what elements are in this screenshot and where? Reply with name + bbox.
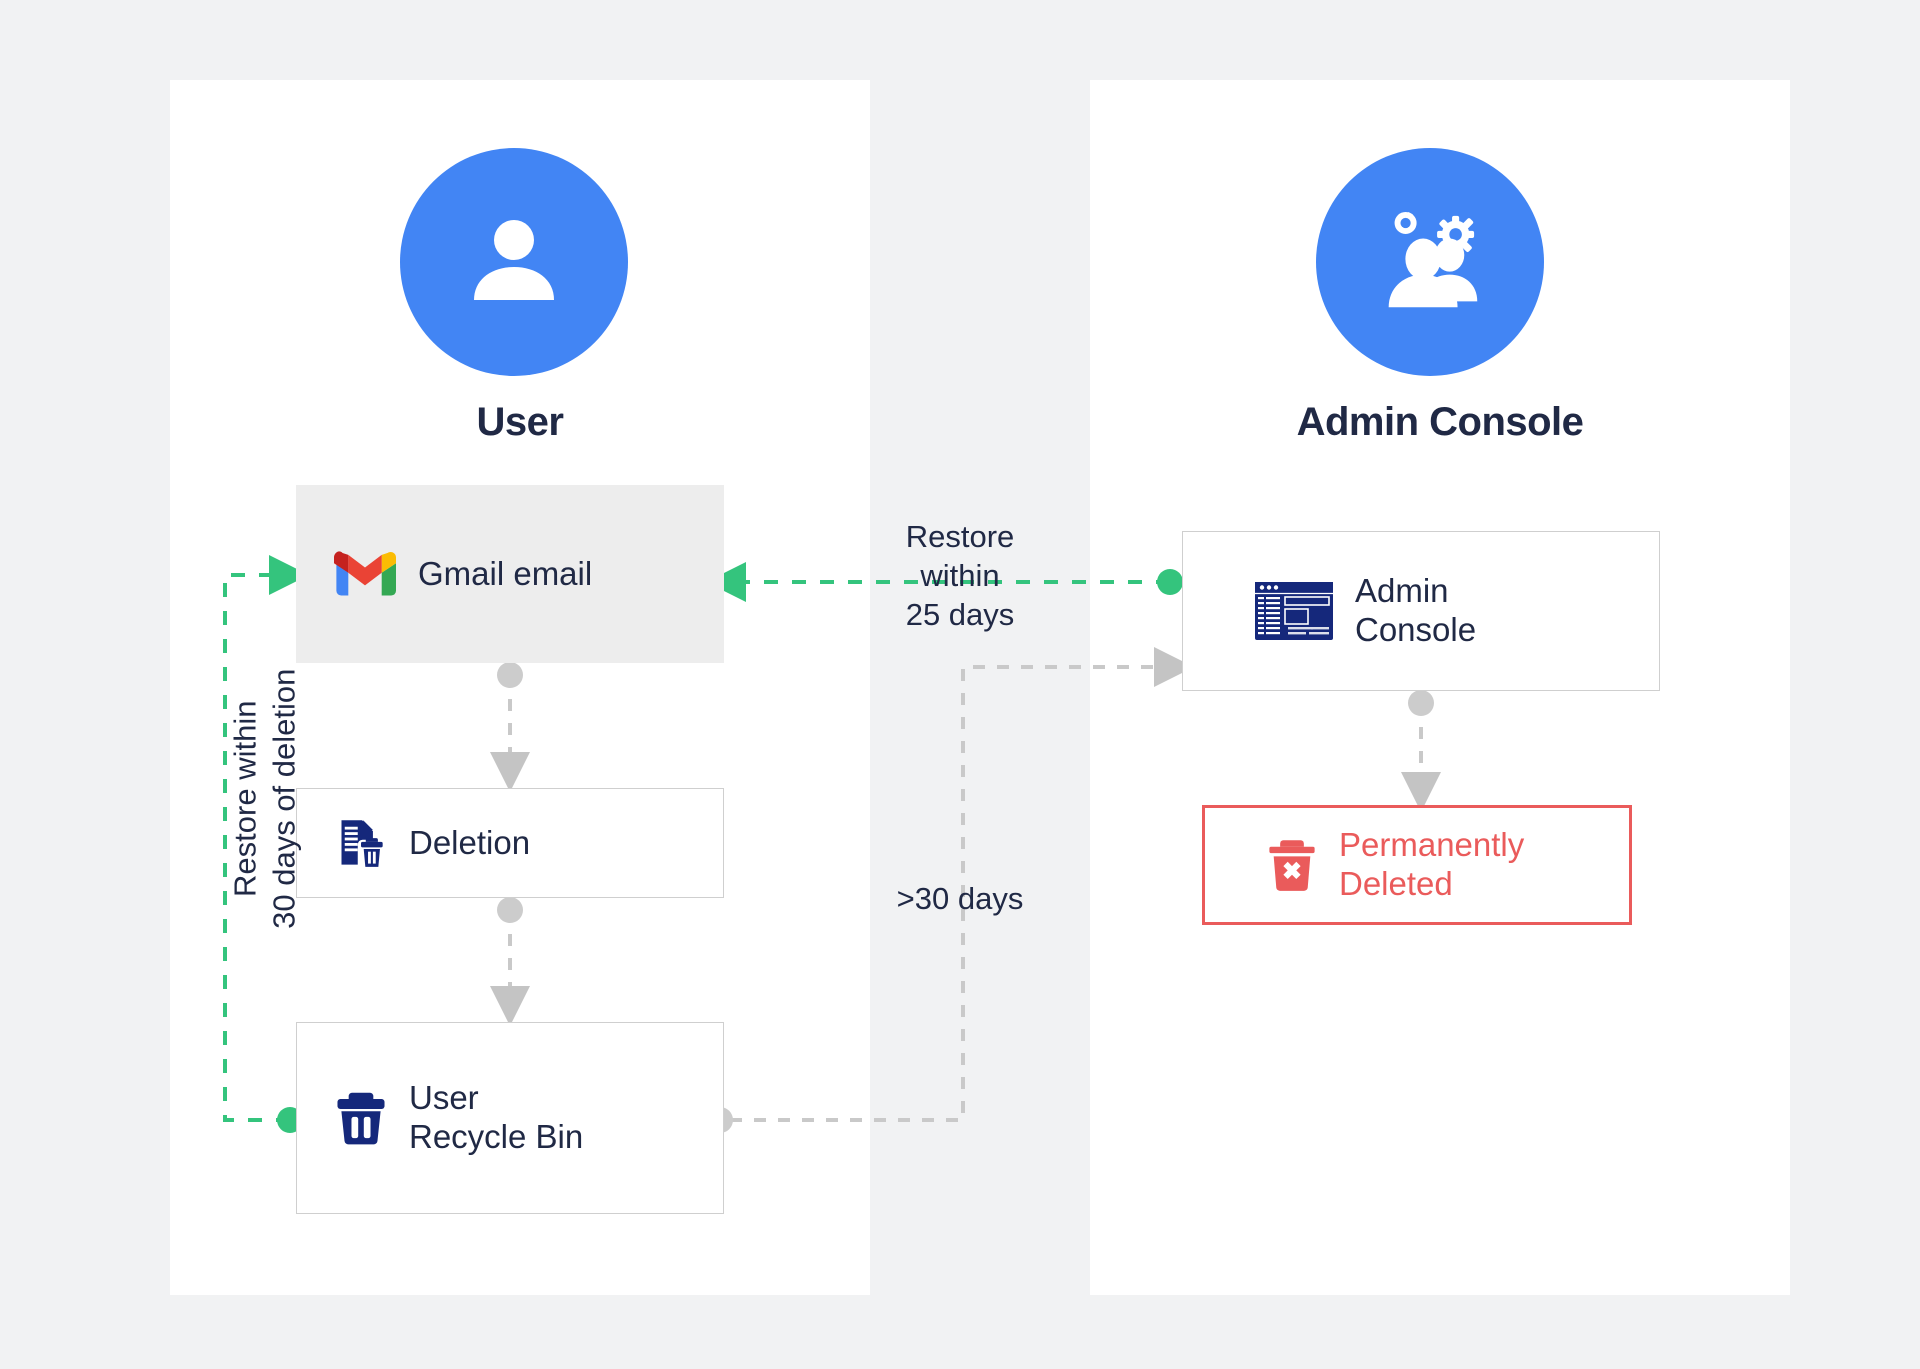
user-avatar: [400, 148, 628, 376]
node-label-user-recycle-bin: User Recycle Bin: [409, 1079, 584, 1155]
admin-console-window-icon: [1255, 582, 1333, 640]
connector-dot-deletion-out: [497, 897, 523, 923]
connector-dot-gmail-out: [497, 662, 523, 688]
node-label-admin-console: Admin Console: [1355, 572, 1477, 648]
trash-bin-icon: [335, 1090, 387, 1146]
node-label-deletion: Deletion: [409, 823, 531, 861]
edge-label-restore-30-days-vertical: Restore within 30 days of deletion: [227, 668, 301, 929]
node-admin-console[interactable]: Admin Console: [1182, 531, 1660, 691]
connector-dot-restore-source: [1157, 569, 1183, 595]
node-user-recycle-bin[interactable]: User Recycle Bin: [296, 1022, 724, 1214]
person-icon: [454, 200, 574, 325]
node-permanently-deleted[interactable]: Permanently Deleted: [1202, 805, 1632, 925]
panel-title-admin: Admin Console: [1296, 400, 1584, 444]
node-deletion[interactable]: Deletion: [296, 788, 724, 898]
admin-users-gears-icon: [1367, 197, 1493, 328]
trash-x-icon: [1267, 837, 1317, 893]
edge-label-over-30-days: >30 days: [896, 881, 1024, 916]
node-gmail-email[interactable]: Gmail email: [296, 485, 724, 663]
edge-label-restore-25-days: Restore within 25 days: [905, 519, 1015, 632]
document-delete-icon: [335, 817, 387, 869]
admin-avatar: [1316, 148, 1544, 376]
node-label-gmail-email: Gmail email: [418, 554, 593, 592]
gmail-logo-icon: [334, 550, 396, 598]
panel-title-user: User: [476, 400, 564, 444]
node-label-permanently-deleted: Permanently Deleted: [1339, 826, 1525, 902]
connector-dot-adminconsole-out: [1408, 690, 1434, 716]
